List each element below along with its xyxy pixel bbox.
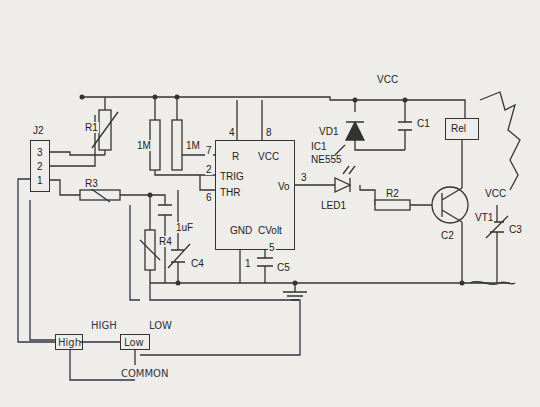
pin-number: 5 <box>268 242 276 253</box>
value-label: 1uF <box>175 222 194 233</box>
node-text: Low <box>124 337 144 348</box>
ic-box: IC1NE555RVCCTRIGTHRGNDCVoltVo <box>215 140 295 250</box>
value-label: 1M <box>136 140 152 151</box>
node-text: R <box>232 151 239 162</box>
node-text: IC1 <box>311 141 327 152</box>
relay-box: Rel <box>445 118 479 140</box>
connector-box: J2321 <box>30 140 50 192</box>
pin-number: 1 <box>244 258 252 269</box>
capacitor-symbol <box>398 122 412 130</box>
part-label: LED1 <box>320 200 347 211</box>
part-label: C4 <box>190 258 205 269</box>
pin-number: 3 <box>300 172 308 183</box>
diode-symbol <box>346 122 364 140</box>
part-label: C2 <box>440 230 455 241</box>
part-label: VT1 <box>474 212 494 223</box>
node-text: High <box>58 337 81 348</box>
pin-number: 7 <box>205 145 213 156</box>
capacitor-symbol <box>158 205 172 215</box>
node-text: CVolt <box>258 225 282 236</box>
hand-note: COMMON <box>120 368 169 379</box>
node-text: 2 <box>37 161 43 172</box>
transistor-symbol <box>442 188 462 222</box>
node-text: Vo <box>278 181 290 192</box>
supply-label: VCC <box>376 74 399 85</box>
switch-box: High <box>55 334 83 350</box>
node-text: 1 <box>37 175 43 186</box>
part-label: VD1 <box>318 126 339 137</box>
wires <box>50 97 510 300</box>
hand-note: HIGH <box>90 320 118 331</box>
part-label: C3 <box>508 224 523 235</box>
part-label: R4 <box>158 236 173 247</box>
supply-label: VCC <box>484 188 507 199</box>
hand-cross <box>90 145 345 260</box>
node-text: 3 <box>37 147 43 158</box>
node-text: VCC <box>258 151 279 162</box>
part-label: R3 <box>84 178 99 189</box>
value-label: 1M <box>185 140 201 151</box>
node-text: Rel <box>451 123 466 134</box>
hand-scribble <box>470 92 520 284</box>
hand-note: LOW <box>148 320 173 331</box>
part-label: R1 <box>84 122 99 133</box>
node-text: TRIG <box>220 171 244 182</box>
part-label: C5 <box>276 262 291 273</box>
hand-wires <box>30 200 300 380</box>
pin-number: 8 <box>265 127 273 138</box>
resistor-symbol <box>375 200 410 210</box>
switch-box: Low <box>120 334 150 350</box>
part-label: C1 <box>416 118 431 129</box>
node-text: NE555 <box>311 154 342 165</box>
wire-connector <box>18 179 55 342</box>
pin-number: 2 <box>205 164 213 175</box>
capacitor-symbol <box>168 244 190 268</box>
pin-number: 6 <box>205 192 213 203</box>
resistor-symbol <box>172 120 182 170</box>
transistor-symbol <box>432 187 468 223</box>
led-symbol <box>335 166 355 192</box>
pin-number: 4 <box>228 127 236 138</box>
node-text: J2 <box>33 125 44 136</box>
part-label: R2 <box>385 188 400 199</box>
node-text: GND <box>230 225 252 236</box>
junction-dots <box>80 95 465 286</box>
capacitor-symbol <box>257 258 273 266</box>
node-text: THR <box>220 187 241 198</box>
